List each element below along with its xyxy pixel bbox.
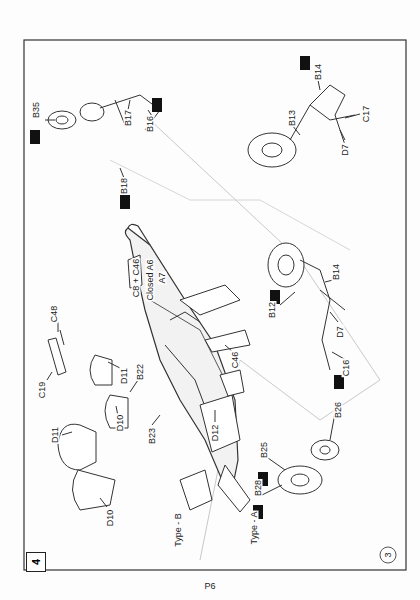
part-number: D11	[120, 367, 129, 385]
part-number: B17	[124, 109, 133, 127]
page-number: 3	[384, 551, 393, 558]
part-number: C16	[342, 359, 351, 378]
part-number: B35	[32, 101, 41, 119]
part-number: B12	[268, 301, 277, 319]
part-number: D7	[336, 325, 345, 339]
part-number: C17	[362, 105, 371, 124]
part-number: D7	[341, 143, 350, 157]
part-number: B26	[334, 401, 343, 419]
part-number: A7	[158, 271, 167, 284]
part-number: C46	[231, 351, 240, 370]
part-number: Type - A	[250, 510, 259, 545]
part-number: B14	[332, 263, 341, 281]
step-number-box: 4	[26, 552, 46, 572]
part-number: C8 + C46	[132, 258, 141, 298]
part-number: D11	[51, 426, 60, 444]
part-number: B18	[120, 177, 129, 195]
part-number: B23	[148, 427, 157, 445]
part-number: D10	[116, 414, 125, 433]
part-number: B28	[254, 479, 263, 497]
step-number: 4	[30, 559, 42, 565]
part-number: C48	[50, 305, 59, 324]
part-number: D12	[211, 424, 220, 443]
part-number: B22	[136, 363, 145, 381]
page-number: P6	[203, 582, 216, 591]
part-number: Type - B	[174, 512, 183, 548]
part-number: D10	[106, 509, 115, 528]
part-number: C19	[38, 381, 47, 400]
part-number: B14	[314, 63, 323, 81]
part-number: Closed A6	[146, 258, 155, 301]
part-number: B25	[260, 441, 269, 459]
part-number: B16	[146, 115, 155, 133]
part-number: B13	[288, 109, 297, 127]
